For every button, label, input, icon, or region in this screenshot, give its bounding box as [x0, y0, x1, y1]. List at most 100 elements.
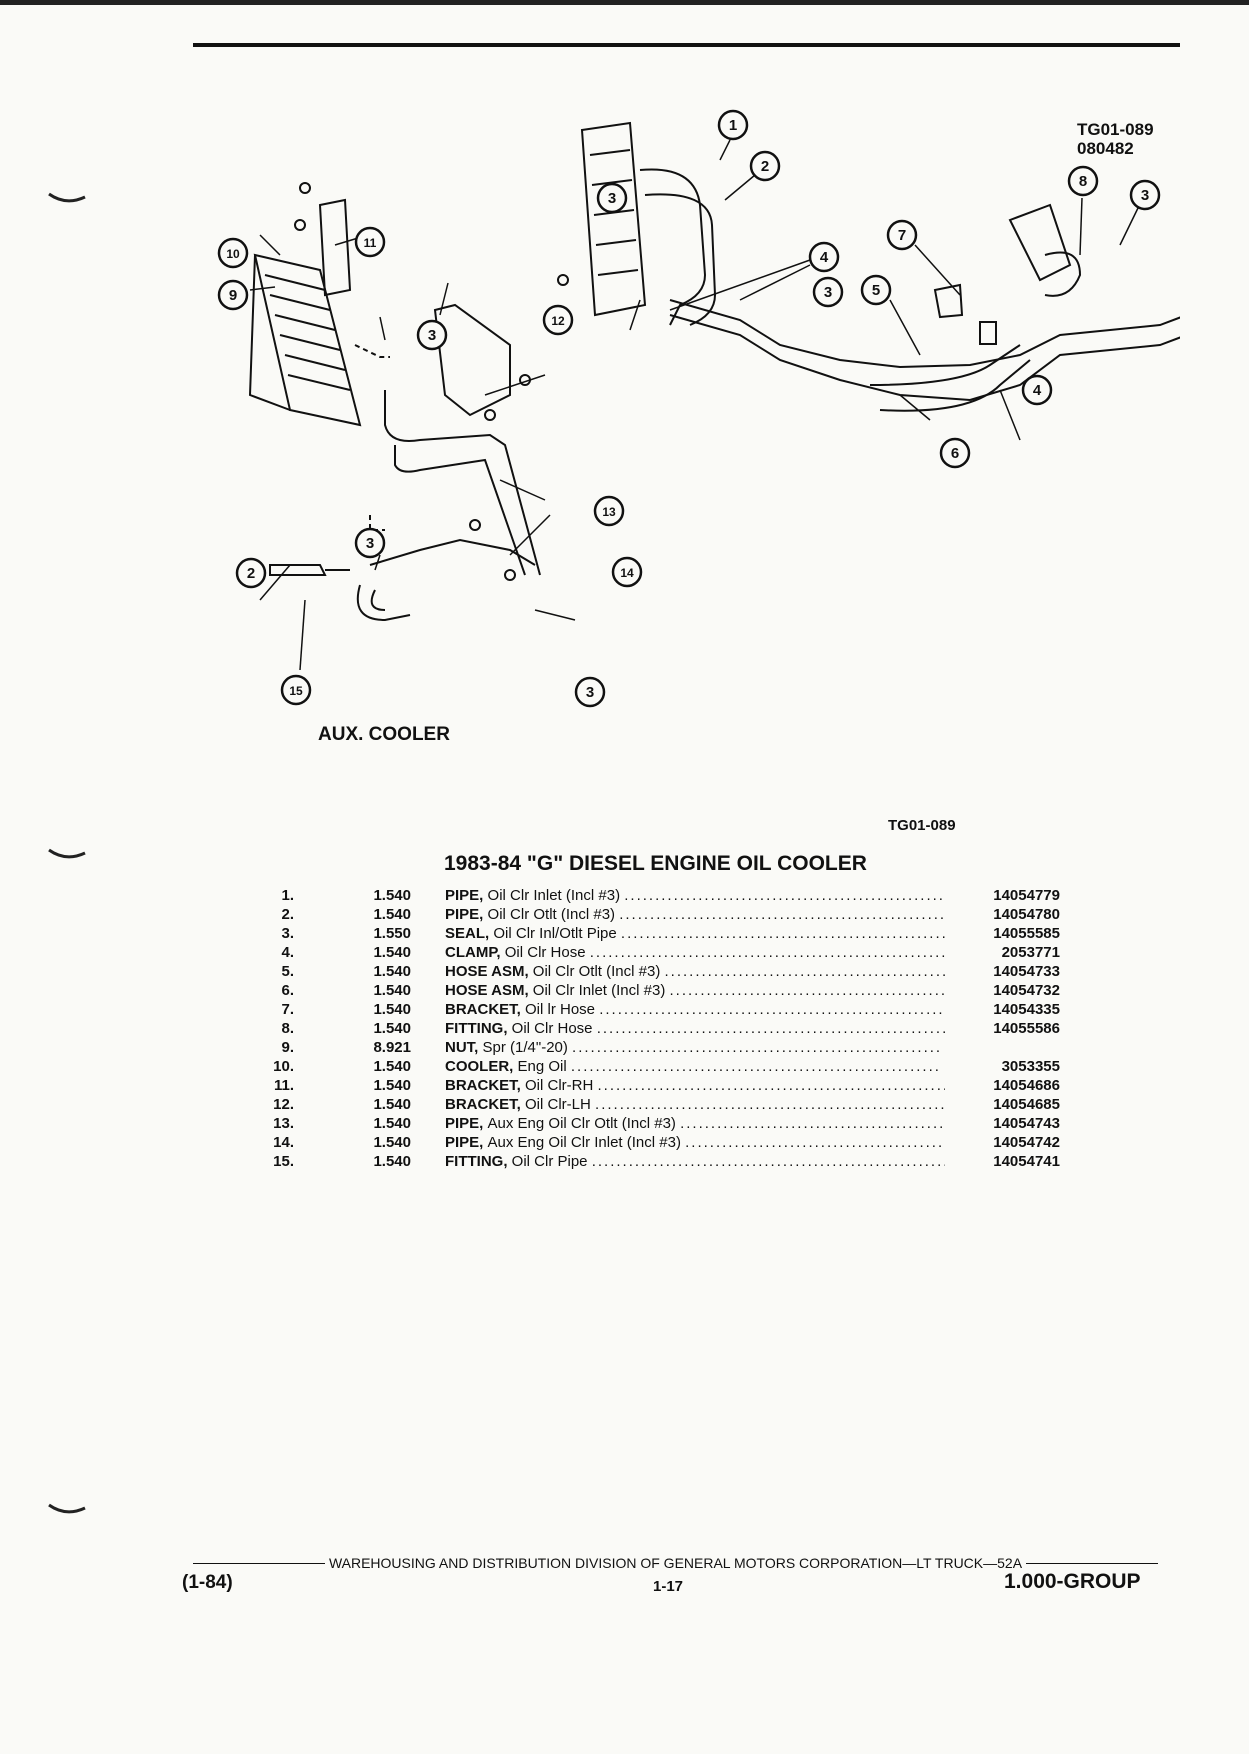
binder-hole-mark — [48, 192, 86, 203]
part-name: FITTING, — [445, 1153, 508, 1170]
bracket-lh-drawing — [433, 303, 511, 417]
part-name: FITTING, — [445, 1020, 508, 1037]
footer-division-line: WAREHOUSING AND DISTRIBUTION DIVISION OF… — [193, 1555, 1158, 1571]
engine-block-drawing — [580, 121, 647, 317]
callout-9 — [217, 279, 249, 311]
part-name: HOSE ASM, — [445, 982, 529, 999]
aux-cooler-label: AUX. COOLER — [318, 724, 450, 745]
oil-cooler-pipe-drawing — [639, 168, 707, 326]
item-number: 3. — [281, 925, 294, 942]
part-detail: Aux Eng Oil Clr Otlt (Incl #3) — [487, 1115, 676, 1132]
leader-dots: ........................................… — [619, 906, 945, 923]
group-code: 1.540 — [373, 1058, 411, 1075]
part-description: COOLER, Eng Oil ........................… — [445, 1057, 945, 1076]
part-description: HOSE ASM, Oil Clr Otlt (Incl #3) .......… — [445, 962, 945, 981]
callout-label: 14 — [620, 566, 634, 580]
figure-code: TG01-089 080482 — [1077, 120, 1154, 158]
group-code: 1.540 — [373, 1001, 411, 1018]
callout-label: 15 — [289, 684, 303, 698]
part-number: 14054780 — [993, 906, 1060, 923]
group-code: 1.540 — [373, 963, 411, 980]
figure-date-line: 080482 — [1077, 139, 1134, 158]
group-code: 1.550 — [373, 925, 411, 942]
callout-label: 2 — [247, 565, 255, 582]
leader-dots: ........................................… — [685, 1134, 945, 1151]
page-top-edge — [0, 0, 1249, 5]
item-number: 5. — [281, 963, 294, 980]
callout-3 — [416, 319, 448, 351]
figure-code-line: TG01-089 — [1077, 120, 1154, 139]
item-number: 11. — [273, 1077, 294, 1094]
part-description: BRACKET, Oil Clr-RH ....................… — [445, 1076, 945, 1095]
part-detail: Oil Clr Otlt (Incl #3) — [532, 963, 661, 980]
callout-11 — [354, 226, 386, 258]
leader-dots: ........................................… — [589, 944, 945, 961]
leader-dots: ........................................… — [597, 1077, 945, 1094]
part-number: 14054686 — [993, 1077, 1060, 1094]
part-name: COOLER, — [445, 1058, 514, 1075]
callout-3 — [812, 276, 844, 308]
callout-label: 4 — [820, 249, 829, 266]
item-number: 13. — [273, 1115, 294, 1132]
item-number: 15. — [273, 1153, 294, 1170]
part-description: FITTING, Oil Clr Hose ..................… — [445, 1019, 945, 1038]
part-detail: Oil Clr Inlet (Incl #3) — [487, 887, 621, 904]
callout-14 — [611, 556, 643, 588]
item-number: 9. — [281, 1039, 294, 1056]
group-code: 1.540 — [373, 906, 411, 923]
part-description: FITTING, Oil Clr Pipe ..................… — [445, 1152, 945, 1171]
callout-label: 11 — [364, 236, 377, 250]
part-name: SEAL, — [445, 925, 490, 942]
callout-label: 4 — [1033, 382, 1042, 399]
hose-bracket-drawing — [933, 283, 964, 319]
part-detail: Oil Clr Inlet (Incl #3) — [532, 982, 666, 999]
callout-3 — [354, 527, 386, 559]
filter-adapter-drawing — [1008, 203, 1072, 282]
part-description: BRACKET, Oil lr Hose ...................… — [445, 1000, 945, 1019]
binder-hole-mark — [48, 848, 86, 859]
group-code: 1.540 — [373, 1153, 411, 1170]
part-number: 14055586 — [993, 1020, 1060, 1037]
part-description: CLAMP, Oil Clr Hose ....................… — [445, 943, 945, 962]
callout-2 — [749, 150, 781, 182]
item-number: 7. — [281, 1001, 294, 1018]
binder-hole-mark — [48, 1503, 86, 1514]
callout-label: 2 — [761, 158, 769, 175]
callout-12 — [542, 304, 574, 336]
aux-inlet-pipe-drawing — [369, 538, 536, 566]
part-description: PIPE, Aux Eng Oil Clr Otlt (Incl #3) ...… — [445, 1114, 945, 1133]
callout-5 — [860, 274, 892, 306]
callout-10 — [217, 237, 249, 269]
part-name: PIPE, — [445, 887, 484, 904]
callout-1 — [717, 109, 749, 141]
part-detail: Oil lr Hose — [525, 1001, 596, 1018]
leader-dots: ........................................… — [664, 963, 945, 980]
section-title: 1983-84 "G" DIESEL ENGINE OIL COOLER — [444, 852, 867, 875]
aux-cooler-drawing — [253, 253, 362, 427]
part-description: NUT, Spr (1/4"-20) .....................… — [445, 1038, 945, 1057]
part-name: PIPE, — [445, 1134, 484, 1151]
part-detail: Oil Clr Hose — [511, 1020, 593, 1037]
part-name: CLAMP, — [445, 944, 501, 961]
callout-label: 9 — [229, 287, 237, 304]
leader-dots: ........................................… — [680, 1115, 945, 1132]
callout-3 — [1129, 179, 1161, 211]
callout-label: 12 — [551, 314, 565, 328]
part-detail: Oil Clr Hose — [504, 944, 586, 961]
part-detail: Oil Clr-LH — [525, 1096, 591, 1113]
illustration-ref-code: TG01-089 — [888, 817, 956, 834]
part-name: BRACKET, — [445, 1001, 521, 1018]
callout-2 — [235, 557, 267, 589]
group-code: 1.540 — [373, 1134, 411, 1151]
callout-label: 7 — [898, 227, 906, 244]
footer-date: (1-84) — [182, 1572, 233, 1593]
callout-3 — [596, 182, 628, 214]
callout-label: 3 — [1141, 187, 1149, 204]
item-number: 4. — [281, 944, 294, 961]
callout-3 — [574, 676, 606, 708]
